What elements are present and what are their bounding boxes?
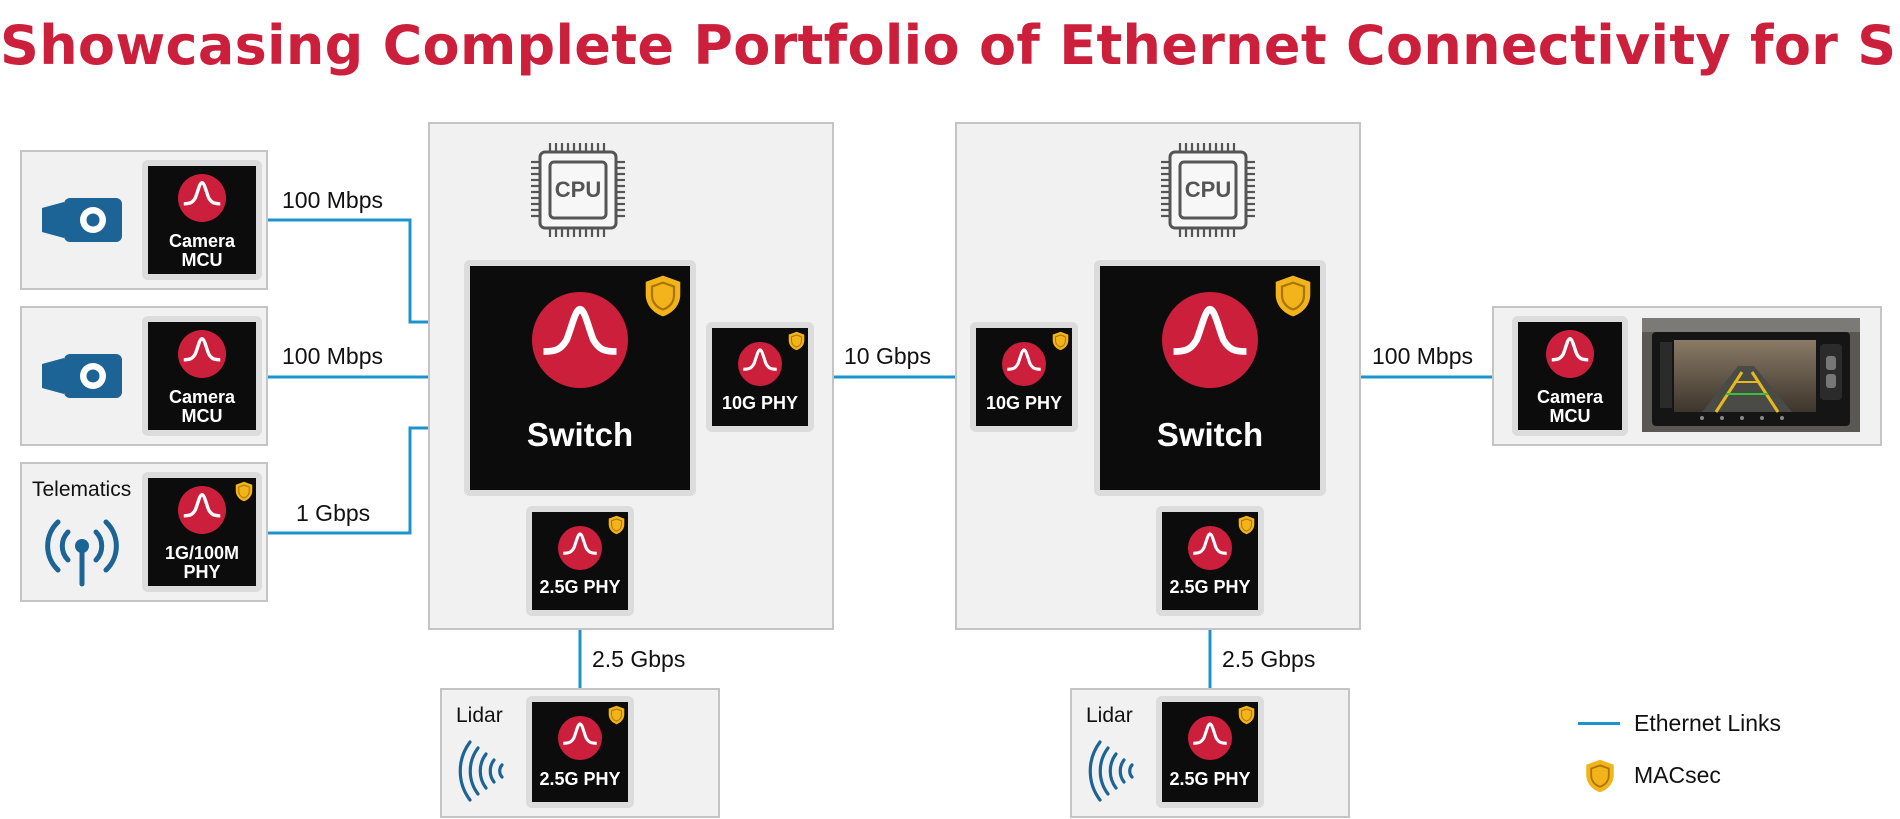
lidar-phy-chip-1: 2.5G PHY	[526, 696, 634, 808]
legend-ethernet-swatch	[1578, 722, 1620, 725]
phy-label: 2.5G PHY	[539, 769, 621, 789]
chip-label-line2: MCU	[181, 249, 223, 270]
cpu-label: CPU	[1184, 177, 1232, 202]
macsec-shield-icon	[1238, 515, 1255, 535]
chip-label-line1: Camera	[1536, 387, 1604, 407]
broadcom-logo-icon	[1546, 330, 1594, 378]
chip-label-line2: PHY	[183, 561, 221, 582]
link-speed-label: 1 Gbps	[296, 500, 371, 526]
macsec-shield-icon	[1275, 275, 1311, 317]
broadcom-logo-icon	[178, 486, 226, 534]
lidar-waves-icon	[458, 740, 504, 802]
broadcom-logo-icon	[532, 292, 628, 388]
lidar-label: Lidar	[456, 704, 503, 727]
switch-chip-2: Switch	[1094, 260, 1326, 496]
phy-label: 10G PHY	[985, 393, 1063, 413]
macsec-shield-icon	[1052, 331, 1069, 351]
macsec-shield-icon	[788, 331, 805, 351]
inter-switch-speed-label: 10 Gbps	[844, 343, 931, 369]
chip-label-line1: Camera	[168, 387, 236, 407]
link-speed-label: 2.5 Gbps	[1222, 646, 1316, 672]
lidar-waves-icon	[1088, 740, 1134, 802]
switch-label: Switch	[1156, 416, 1264, 453]
broadcom-logo-icon	[558, 526, 602, 570]
broadcom-logo-icon	[1162, 292, 1258, 388]
broadcom-logo-icon	[1188, 716, 1232, 760]
switch-label: Switch	[526, 416, 634, 453]
phy-25g-chip-1: 2.5G PHY	[526, 506, 634, 616]
macsec-shield-icon	[235, 481, 253, 502]
chip-label-line2: MCU	[181, 405, 223, 426]
legend-ethernet-label: Ethernet Links	[1634, 710, 1782, 736]
link-speed-label: 2.5 Gbps	[592, 646, 686, 672]
lidar-label: Lidar	[1086, 704, 1133, 727]
link-speed-label: 100 Mbps	[1372, 343, 1474, 369]
link-speed-label: 100 Mbps	[282, 187, 384, 213]
cpu-label: CPU	[554, 177, 602, 202]
macsec-shield-icon	[608, 515, 625, 535]
cpu-icon	[531, 143, 625, 237]
broadcom-logo-icon	[558, 716, 602, 760]
phy-10g-chip-2: 10G PHY	[970, 322, 1078, 432]
chip-label-line1: Camera	[168, 231, 236, 251]
phy-label: 2.5G PHY	[539, 577, 621, 597]
chip-label-line1: 1G/100M	[164, 543, 240, 563]
chip-label-line2: MCU	[1549, 405, 1591, 426]
broadcom-logo-icon	[738, 342, 782, 386]
phy-25g-chip-2: 2.5G PHY	[1156, 506, 1264, 616]
phy-label: 2.5G PHY	[1169, 769, 1251, 789]
broadcom-logo-icon	[178, 330, 226, 378]
phy-label: 10G PHY	[721, 393, 799, 413]
broadcom-logo-icon	[178, 174, 226, 222]
cpu-icon	[1161, 143, 1255, 237]
broadcom-logo-icon	[1188, 526, 1232, 570]
page-title: Showcasing Complete Portfolio of Etherne…	[0, 14, 1900, 77]
phy-10g-chip-1: 10G PHY	[706, 322, 814, 432]
camera-icon	[42, 198, 122, 242]
antenna-icon	[45, 519, 119, 587]
legend-macsec-label: MACsec	[1634, 762, 1721, 788]
phy-label: 2.5G PHY	[1169, 577, 1251, 597]
lidar-phy-chip-2: 2.5G PHY	[1156, 696, 1264, 808]
macsec-shield-icon	[1238, 705, 1255, 725]
telematics-label: Telematics	[32, 478, 132, 501]
switch-chip-1: Switch	[464, 260, 696, 496]
broadcom-logo-icon	[1002, 342, 1046, 386]
macsec-shield-icon	[645, 275, 681, 317]
rear-camera-display-image	[1642, 318, 1860, 432]
camera-icon	[42, 354, 122, 398]
macsec-shield-icon	[608, 705, 625, 725]
macsec-shield-icon	[1586, 759, 1614, 793]
link-speed-label: 100 Mbps	[282, 343, 384, 369]
